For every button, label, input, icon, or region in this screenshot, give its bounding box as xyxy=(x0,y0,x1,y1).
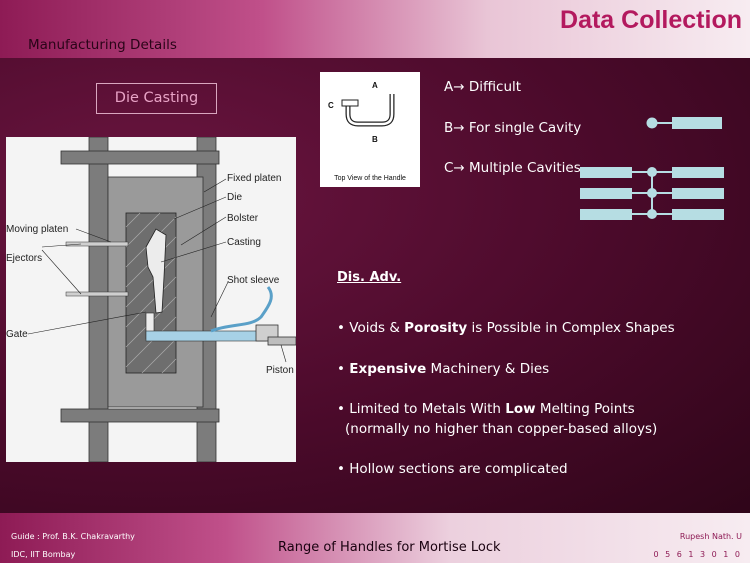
die-casting-label: Die Casting xyxy=(96,83,217,114)
handle-label-a: A xyxy=(372,81,378,90)
header-bar: Data Collection Manufacturing Details xyxy=(0,0,750,58)
disadvantage-item: • Voids & Porosity is Possible in Comple… xyxy=(337,320,675,336)
label-moving-platen: Moving platen xyxy=(6,224,68,235)
page-title: Data Collection xyxy=(560,6,742,34)
label-piston: Piston xyxy=(266,365,294,376)
disadvantage-item: • Expensive Machinery & Dies xyxy=(337,361,550,377)
page-subtitle: Manufacturing Details xyxy=(28,37,177,53)
option-b: B→ For single Cavity xyxy=(444,120,582,136)
disadvantage-item: • Limited to Metals With Low Melting Poi… xyxy=(337,401,658,437)
handle-label-c: C xyxy=(328,101,334,110)
footer-author: Rupesh Nath. U xyxy=(679,532,742,541)
label-fixed-platen: Fixed platen xyxy=(227,173,281,184)
footer-bar: Guide : Prof. B.K. Chakravarthy IDC, IIT… xyxy=(0,513,750,563)
single-cavity-icon xyxy=(646,117,722,129)
option-c: C→ Multiple Cavities xyxy=(444,160,581,176)
label-gate: Gate xyxy=(6,329,28,340)
die-casting-diagram: Fixed platen Die Bolster Casting Shot sl… xyxy=(6,136,297,463)
label-bolster: Bolster xyxy=(227,213,259,224)
disadvantages-heading: Dis. Adv. xyxy=(337,270,402,285)
label-casting: Casting xyxy=(227,237,261,248)
handle-top-view: A C B Top View of the Handle xyxy=(320,72,420,187)
label-die: Die xyxy=(227,192,242,203)
option-a: A→ Difficult xyxy=(444,79,522,95)
footer-id: 0 5 6 1 3 0 1 0 xyxy=(653,550,742,559)
label-ejectors: Ejectors xyxy=(6,253,42,264)
footer-institute: IDC, IIT Bombay xyxy=(11,550,76,559)
handle-label-b: B xyxy=(372,135,378,144)
footer-guide: Guide : Prof. B.K. Chakravarthy xyxy=(11,532,135,541)
footer-project-title: Range of Handles for Mortise Lock xyxy=(278,540,501,555)
multiple-cavities-icon xyxy=(580,167,724,220)
label-shot-sleeve: Shot sleeve xyxy=(227,275,280,286)
disadvantage-item: • Hollow sections are complicated xyxy=(337,461,568,477)
handle-caption: Top View of the Handle xyxy=(334,175,406,182)
